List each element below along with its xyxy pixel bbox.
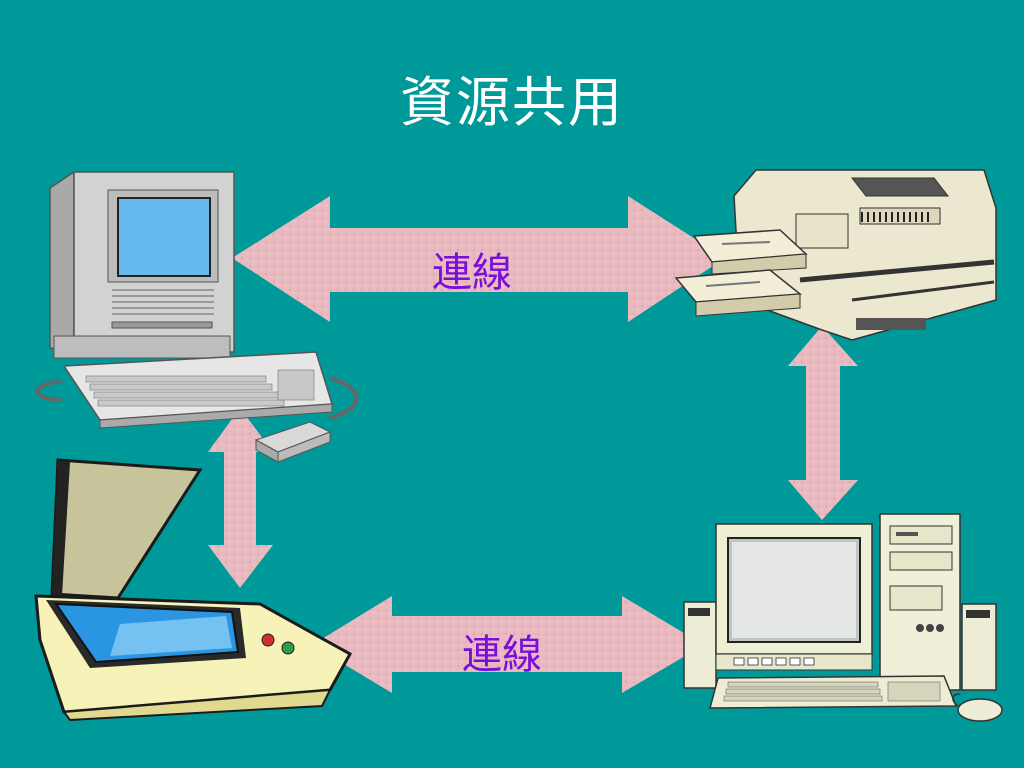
- slide-title: 資源共用: [400, 71, 624, 134]
- flatbed-scanner-icon: [34, 458, 353, 722]
- left-connection-arrow: [208, 408, 273, 588]
- bottom-connection-arrow: [312, 596, 704, 693]
- top-connection-arrow: [232, 196, 725, 322]
- bottom-connection-label: 連線: [462, 632, 542, 678]
- pc-computer-icon: [683, 513, 1003, 722]
- laser-printer-icon: [674, 169, 997, 341]
- top-connection-label: 連線: [432, 250, 512, 296]
- right-connection-arrow: [788, 326, 858, 520]
- mac-computer-icon: [36, 170, 359, 463]
